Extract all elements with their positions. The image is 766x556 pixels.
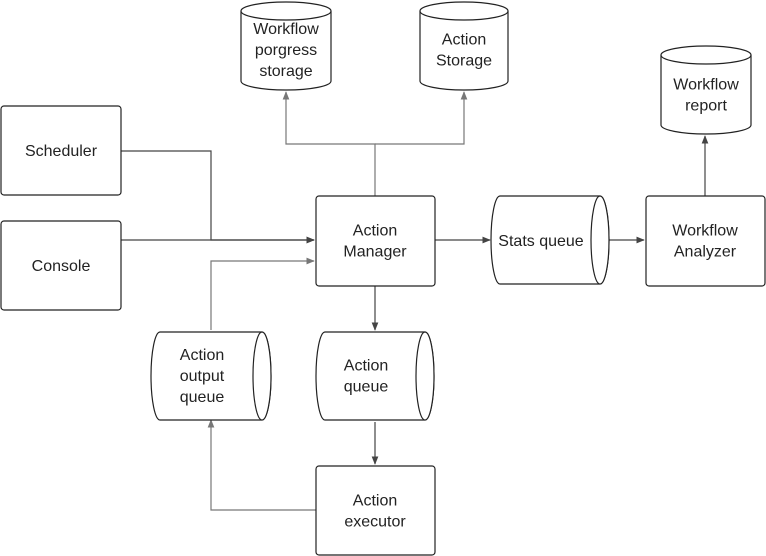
node-action-queue[interactable]: Action queue (315, 331, 435, 421)
node-label: Action queue (344, 358, 389, 396)
label-line: Stats queue (498, 233, 584, 250)
node-scheduler[interactable]: Scheduler (0, 105, 122, 196)
edge-manager-to-action-storage (375, 91, 468, 145)
label-line: Storage (436, 53, 492, 70)
node-workflow-progress-storage[interactable]: Workflow porgress storage (240, 1, 332, 91)
label-line: queue (344, 379, 389, 396)
node-label: Stats queue (498, 233, 584, 250)
label-line: Workflow (673, 77, 739, 94)
label-line: Action (344, 358, 388, 375)
edge-output-queue-to-manager (210, 257, 315, 330)
node-action-output-queue[interactable]: Action output queue (150, 331, 272, 421)
node-workflow-report[interactable]: Workflow report (660, 45, 752, 135)
label-line: Manager (343, 244, 407, 261)
edges (121, 91, 709, 511)
label-line: queue (180, 389, 225, 406)
node-stats-queue[interactable]: Stats queue (490, 195, 610, 285)
label-line: Action (442, 32, 486, 49)
label-line: Scheduler (25, 143, 98, 160)
node-label: Action output queue (180, 347, 225, 406)
node-label: Action executor (344, 493, 406, 531)
label-line: porgress (255, 42, 317, 59)
label-line: storage (259, 63, 312, 80)
label-line: Action (180, 347, 224, 364)
node-label: Console (32, 258, 91, 275)
label-line: Analyzer (674, 244, 737, 261)
node-action-executor[interactable]: Action executor (315, 465, 436, 556)
node-label: Scheduler (25, 143, 98, 160)
label-line: Action (353, 493, 397, 510)
label-line: report (685, 98, 727, 115)
node-label: Workflow porgress storage (253, 21, 319, 80)
label-line: output (180, 368, 225, 385)
node-label: Workflow report (673, 77, 739, 115)
edge-manager-to-progress-storage (282, 91, 376, 196)
edge-executor-to-output-queue (207, 419, 316, 511)
label-line: Workflow (253, 21, 319, 38)
label-line: Workflow (672, 223, 738, 240)
label-line: Action (353, 223, 397, 240)
edge-scheduler-to-manager (121, 150, 315, 244)
node-console[interactable]: Console (0, 220, 122, 311)
label-line: Console (32, 258, 91, 275)
label-line: executor (344, 514, 406, 531)
